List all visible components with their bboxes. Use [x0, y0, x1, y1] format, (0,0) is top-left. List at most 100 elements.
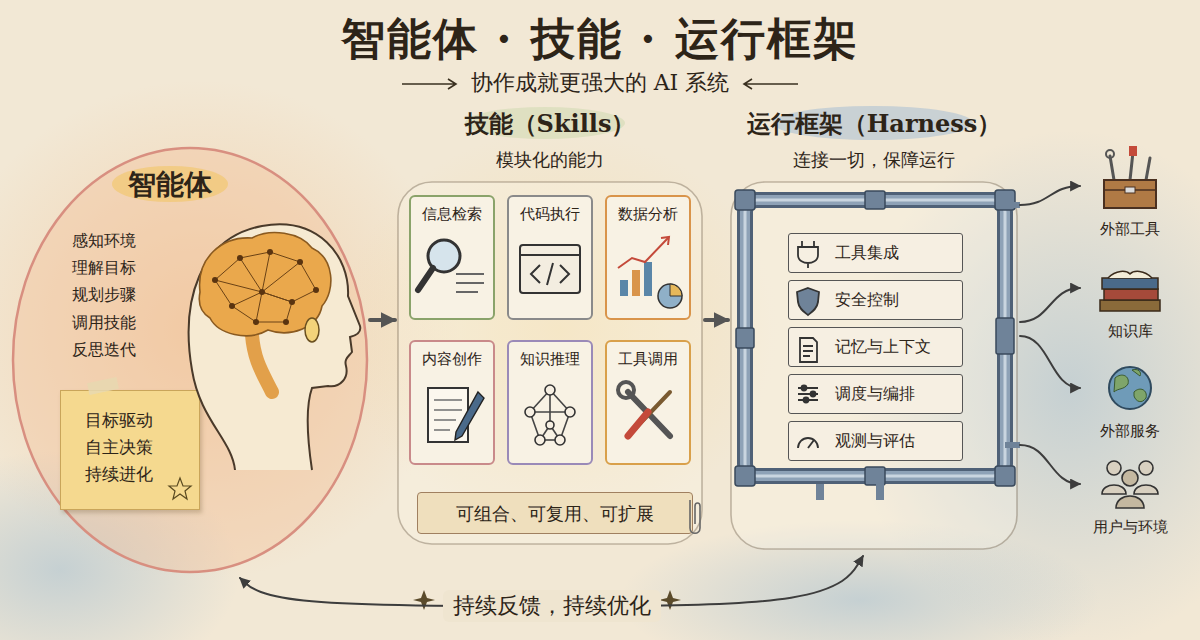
row-icon — [811, 392, 816, 397]
books-icon — [1104, 289, 1158, 300]
users-icon — [1139, 461, 1153, 475]
connector-arrow — [1020, 186, 1080, 205]
head-illustration — [297, 259, 303, 265]
reasoning-network-icon — [525, 407, 535, 417]
harness-row: 工具集成 — [788, 233, 963, 273]
node-text: 调度与编排 — [835, 384, 957, 405]
connector-arrow — [1020, 445, 1080, 484]
toolbox-icon — [1129, 146, 1137, 156]
skills-panel: 技能（Skills）模块化的能力信息检索代码执行数据分析内容创作知识推理工具调用… — [395, 108, 705, 548]
head-illustration — [252, 335, 272, 392]
code-window-icon — [520, 245, 580, 293]
node-text: 工具调用 — [607, 350, 689, 370]
sparkle — [413, 590, 435, 610]
code-window-icon — [520, 254, 580, 256]
subtitle-arrow — [402, 79, 456, 89]
harness-row: 记忆与上下文 — [788, 327, 963, 367]
books-icon — [1102, 278, 1158, 289]
pipe-frame — [865, 467, 885, 485]
node-text: 工具集成 — [835, 243, 957, 264]
document-pen-icon — [434, 400, 462, 430]
head-illustration — [305, 318, 319, 342]
users-icon — [1102, 461, 1158, 508]
node-text: 观测与评估 — [835, 431, 957, 452]
pipe-frame — [865, 191, 885, 209]
pipe-frame — [735, 466, 755, 486]
sparkle — [659, 590, 681, 610]
sticky-note: 目标驱动 自主决策 持续进化 — [60, 390, 200, 510]
node-heading: 技能（Skills） — [395, 108, 705, 139]
document-pen-icon — [434, 429, 450, 431]
toolbox-icon — [1104, 146, 1156, 208]
node-heading: 智能体 — [105, 167, 235, 203]
reasoning-network-icon — [546, 421, 554, 429]
users-icon — [1107, 461, 1121, 475]
search-icon — [456, 282, 484, 284]
node-text: 信息检索 — [411, 205, 493, 225]
node-text: 数据分析 — [607, 205, 689, 225]
head-illustration — [283, 319, 289, 325]
head-illustration — [267, 249, 273, 255]
chart-icon — [644, 262, 652, 296]
chart-icon — [658, 284, 682, 308]
connector-arrow — [1020, 288, 1080, 322]
node-text: 目标驱动 自主决策 持续进化 — [85, 407, 169, 489]
globe-icon — [1109, 367, 1151, 409]
subtitle: 协作成就更强大的 AI 系统 — [0, 68, 1200, 98]
pipe-frame — [995, 466, 1015, 486]
panel-outline — [731, 182, 1017, 549]
head-illustration — [212, 277, 218, 283]
agent-outline — [13, 148, 367, 572]
node-text: 连接一切，保障运行 — [728, 148, 1020, 171]
skills-banner: 可组合、可复用、可扩展 — [417, 492, 693, 534]
pipe-frame — [996, 318, 1014, 354]
node-text: 记忆与上下文 — [835, 337, 957, 358]
harness-panel: 运行框架（Harness） 连接一切，保障运行工具集成安全控制记忆与上下文调度与编… — [728, 108, 1020, 553]
toolbox-icon — [1125, 187, 1135, 193]
title: 智能体 · 技能 · 运行框架 — [0, 10, 1200, 69]
connector-arrow — [370, 318, 395, 322]
head-illustration — [313, 287, 319, 293]
node-text: 知识库 — [1080, 322, 1180, 342]
node-text: 代码执行 — [509, 205, 591, 225]
toolbox-icon — [1104, 180, 1156, 208]
head-illustration — [259, 289, 265, 295]
globe-icon — [1114, 369, 1146, 401]
panel-outline — [398, 182, 702, 544]
node-text: 内容创作 — [411, 350, 493, 370]
document-pen-icon — [434, 419, 456, 421]
subtitle-arrow — [744, 79, 798, 89]
globe-icon — [1109, 367, 1151, 409]
reasoning-network-icon — [555, 435, 565, 445]
document-pen-icon — [434, 399, 462, 401]
connector-arrow — [705, 318, 728, 322]
head-illustration — [212, 249, 319, 325]
node-heading: 运行框架（Harness） — [728, 108, 1020, 139]
node-text: 感知环境 理解目标 规划步骤 调用技能 反思迭代 — [72, 227, 146, 363]
pipe-frame — [736, 328, 754, 348]
edge-label: 持续反馈，持续优化 — [443, 590, 661, 622]
search-icon — [456, 273, 484, 275]
reasoning-network-icon — [565, 407, 575, 417]
head-illustration — [215, 252, 300, 322]
head-illustration — [289, 299, 295, 305]
users-icon — [1116, 496, 1144, 508]
row-icon — [802, 386, 807, 391]
node-text: 模块化的能力 — [395, 148, 705, 171]
skills-panel-outline — [395, 108, 705, 548]
connector-arrow — [1020, 336, 1080, 388]
users-icon — [1122, 470, 1138, 486]
code-window-icon — [531, 263, 569, 285]
node-text: 安全控制 — [835, 290, 957, 311]
document-pen-icon — [434, 409, 462, 411]
search-icon — [456, 291, 478, 293]
reasoning-network-icon — [545, 385, 555, 395]
head-illustration — [215, 252, 316, 306]
head-illustration — [253, 319, 259, 325]
books-icon — [1100, 271, 1160, 311]
code-window-icon — [520, 245, 580, 293]
head-illustration — [229, 303, 235, 309]
